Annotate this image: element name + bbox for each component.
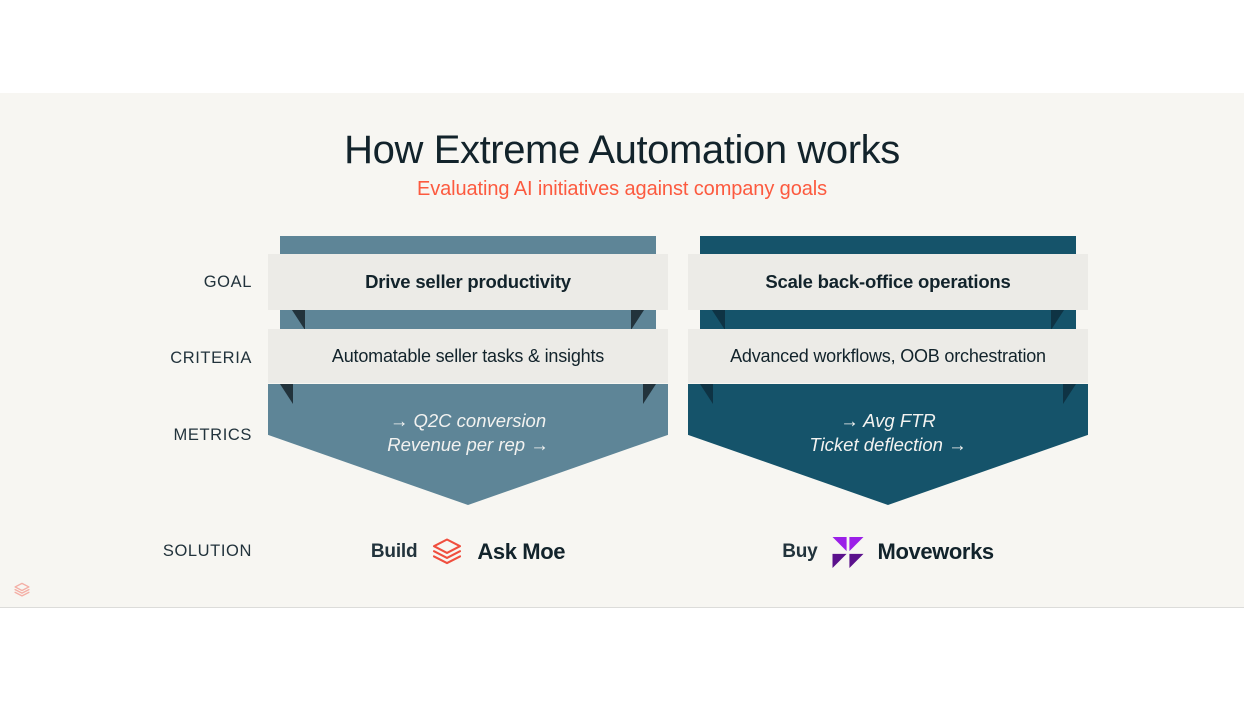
fold-notch-right-icon bbox=[1063, 384, 1076, 404]
fold-notch-left-icon bbox=[280, 384, 293, 404]
funnel-column-left: Drive seller productivity Automatable se… bbox=[268, 93, 668, 608]
fold-notch-right-icon bbox=[643, 384, 656, 404]
card-criteria: Advanced workflows, OOB orchestration bbox=[688, 329, 1088, 383]
fold-notch-left-icon bbox=[712, 310, 725, 330]
fold-notch-left-icon bbox=[700, 384, 713, 404]
moveworks-logo-icon bbox=[832, 537, 864, 568]
card-criteria: Automatable seller tasks & insights bbox=[268, 329, 668, 383]
slide-canvas: How Extreme Automation works Evaluating … bbox=[0, 93, 1244, 608]
row-label-criteria: CRITERIA bbox=[170, 349, 252, 367]
card-goal: Drive seller productivity bbox=[268, 254, 668, 310]
fold-notch-right-icon bbox=[631, 310, 644, 330]
fold-notch-right-icon bbox=[1051, 310, 1064, 330]
fold-notch-left-icon bbox=[292, 310, 305, 330]
solution-product-name: Moveworks bbox=[877, 539, 995, 564]
row-label-goal: GOAL bbox=[203, 273, 252, 291]
ask-moe-watermark-icon bbox=[14, 582, 30, 597]
row-label-solution: SOLUTION bbox=[162, 542, 252, 560]
solution-verb: Buy bbox=[782, 541, 818, 562]
funnel-column-right: Scale back-office operations Advanced wo… bbox=[688, 93, 1088, 608]
row-label-metrics: METRICS bbox=[173, 426, 252, 444]
solution-product-name: Ask Moe bbox=[477, 539, 566, 564]
page-subtitle: Evaluating AI initiatives against compan… bbox=[417, 178, 827, 200]
page-title: How Extreme Automation works bbox=[344, 128, 900, 172]
ask-moe-logo-icon bbox=[433, 538, 462, 565]
card-goal: Scale back-office operations bbox=[688, 254, 1088, 310]
metrics-text: → Avg FTR Ticket deflection → bbox=[809, 410, 967, 455]
solution-build: Build Ask Moe bbox=[268, 530, 668, 574]
solution-buy: Buy Moveworks bbox=[688, 530, 1088, 574]
metrics-text: → Q2C conversion Revenue per rep → bbox=[387, 410, 549, 455]
solution-verb: Build bbox=[370, 541, 418, 562]
